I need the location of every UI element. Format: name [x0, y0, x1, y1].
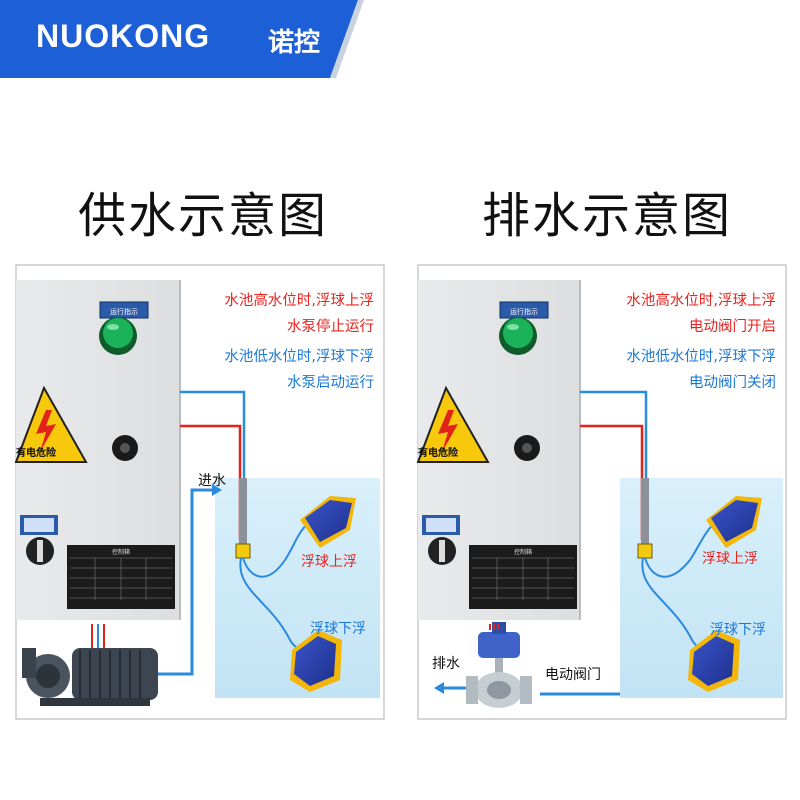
- drain-high-note: 水池高水位时,浮球上浮 电动阀门开启: [626, 288, 776, 340]
- brand-logo-cn: 诺控: [268, 28, 321, 58]
- drain-low-note: 水池低水位时,浮球下浮 电动阀门关闭: [626, 344, 776, 396]
- svg-text:有电危险: 有电危险: [418, 446, 459, 459]
- float-low-left: [290, 630, 342, 692]
- electric-valve: [466, 622, 532, 708]
- supply-high-line1: 水池高水位时,浮球上浮: [224, 293, 374, 309]
- water-pump: [22, 648, 158, 706]
- svg-text:控制箱: 控制箱: [514, 548, 532, 556]
- drain-label: 排水: [432, 656, 460, 672]
- drain-high-line1: 水池高水位时,浮球上浮: [626, 293, 776, 309]
- drain-float-down-label: 浮球下浮: [710, 622, 766, 638]
- drain-diagram: 运行指示 有电危险 控制箱: [416, 264, 787, 720]
- supply-high-note: 水池高水位时,浮球上浮 水泵停止运行: [224, 288, 374, 340]
- supply-low-line1: 水池低水位时,浮球下浮: [224, 349, 374, 365]
- supply-low-note: 水池低水位时,浮球下浮 水泵启动运行: [224, 344, 374, 396]
- valve-label: 电动阀门: [545, 667, 601, 683]
- brand-banner: [0, 0, 364, 78]
- float-high-left: [300, 496, 356, 548]
- svg-text:有电危险: 有电危险: [16, 446, 57, 459]
- drain-high-line2: 电动阀门开启: [689, 319, 776, 335]
- supply-title: 供水示意图: [78, 188, 329, 244]
- svg-text:运行指示: 运行指示: [110, 307, 138, 316]
- float-low-right: [688, 630, 740, 692]
- supply-float-down-label: 浮球下浮: [310, 621, 366, 637]
- brand-logo: NUOKONG: [36, 18, 211, 54]
- supply-high-line2: 水泵停止运行: [287, 319, 374, 335]
- drain-low-line2: 电动阀门关闭: [689, 375, 776, 391]
- supply-float-up-label: 浮球上浮: [301, 554, 357, 570]
- drain-float-up-label: 浮球上浮: [702, 551, 758, 567]
- float-high-right: [706, 496, 762, 548]
- svg-text:控制箱: 控制箱: [112, 548, 130, 556]
- supply-diagram: 运行指示 有电危险 控制箱: [14, 264, 385, 720]
- supply-low-line2: 水泵启动运行: [287, 375, 374, 391]
- svg-text:运行指示: 运行指示: [510, 307, 538, 316]
- drain-title: 排水示意图: [482, 188, 733, 244]
- drain-low-line1: 水池低水位时,浮球下浮: [626, 349, 776, 365]
- inlet-label: 进水: [198, 473, 226, 489]
